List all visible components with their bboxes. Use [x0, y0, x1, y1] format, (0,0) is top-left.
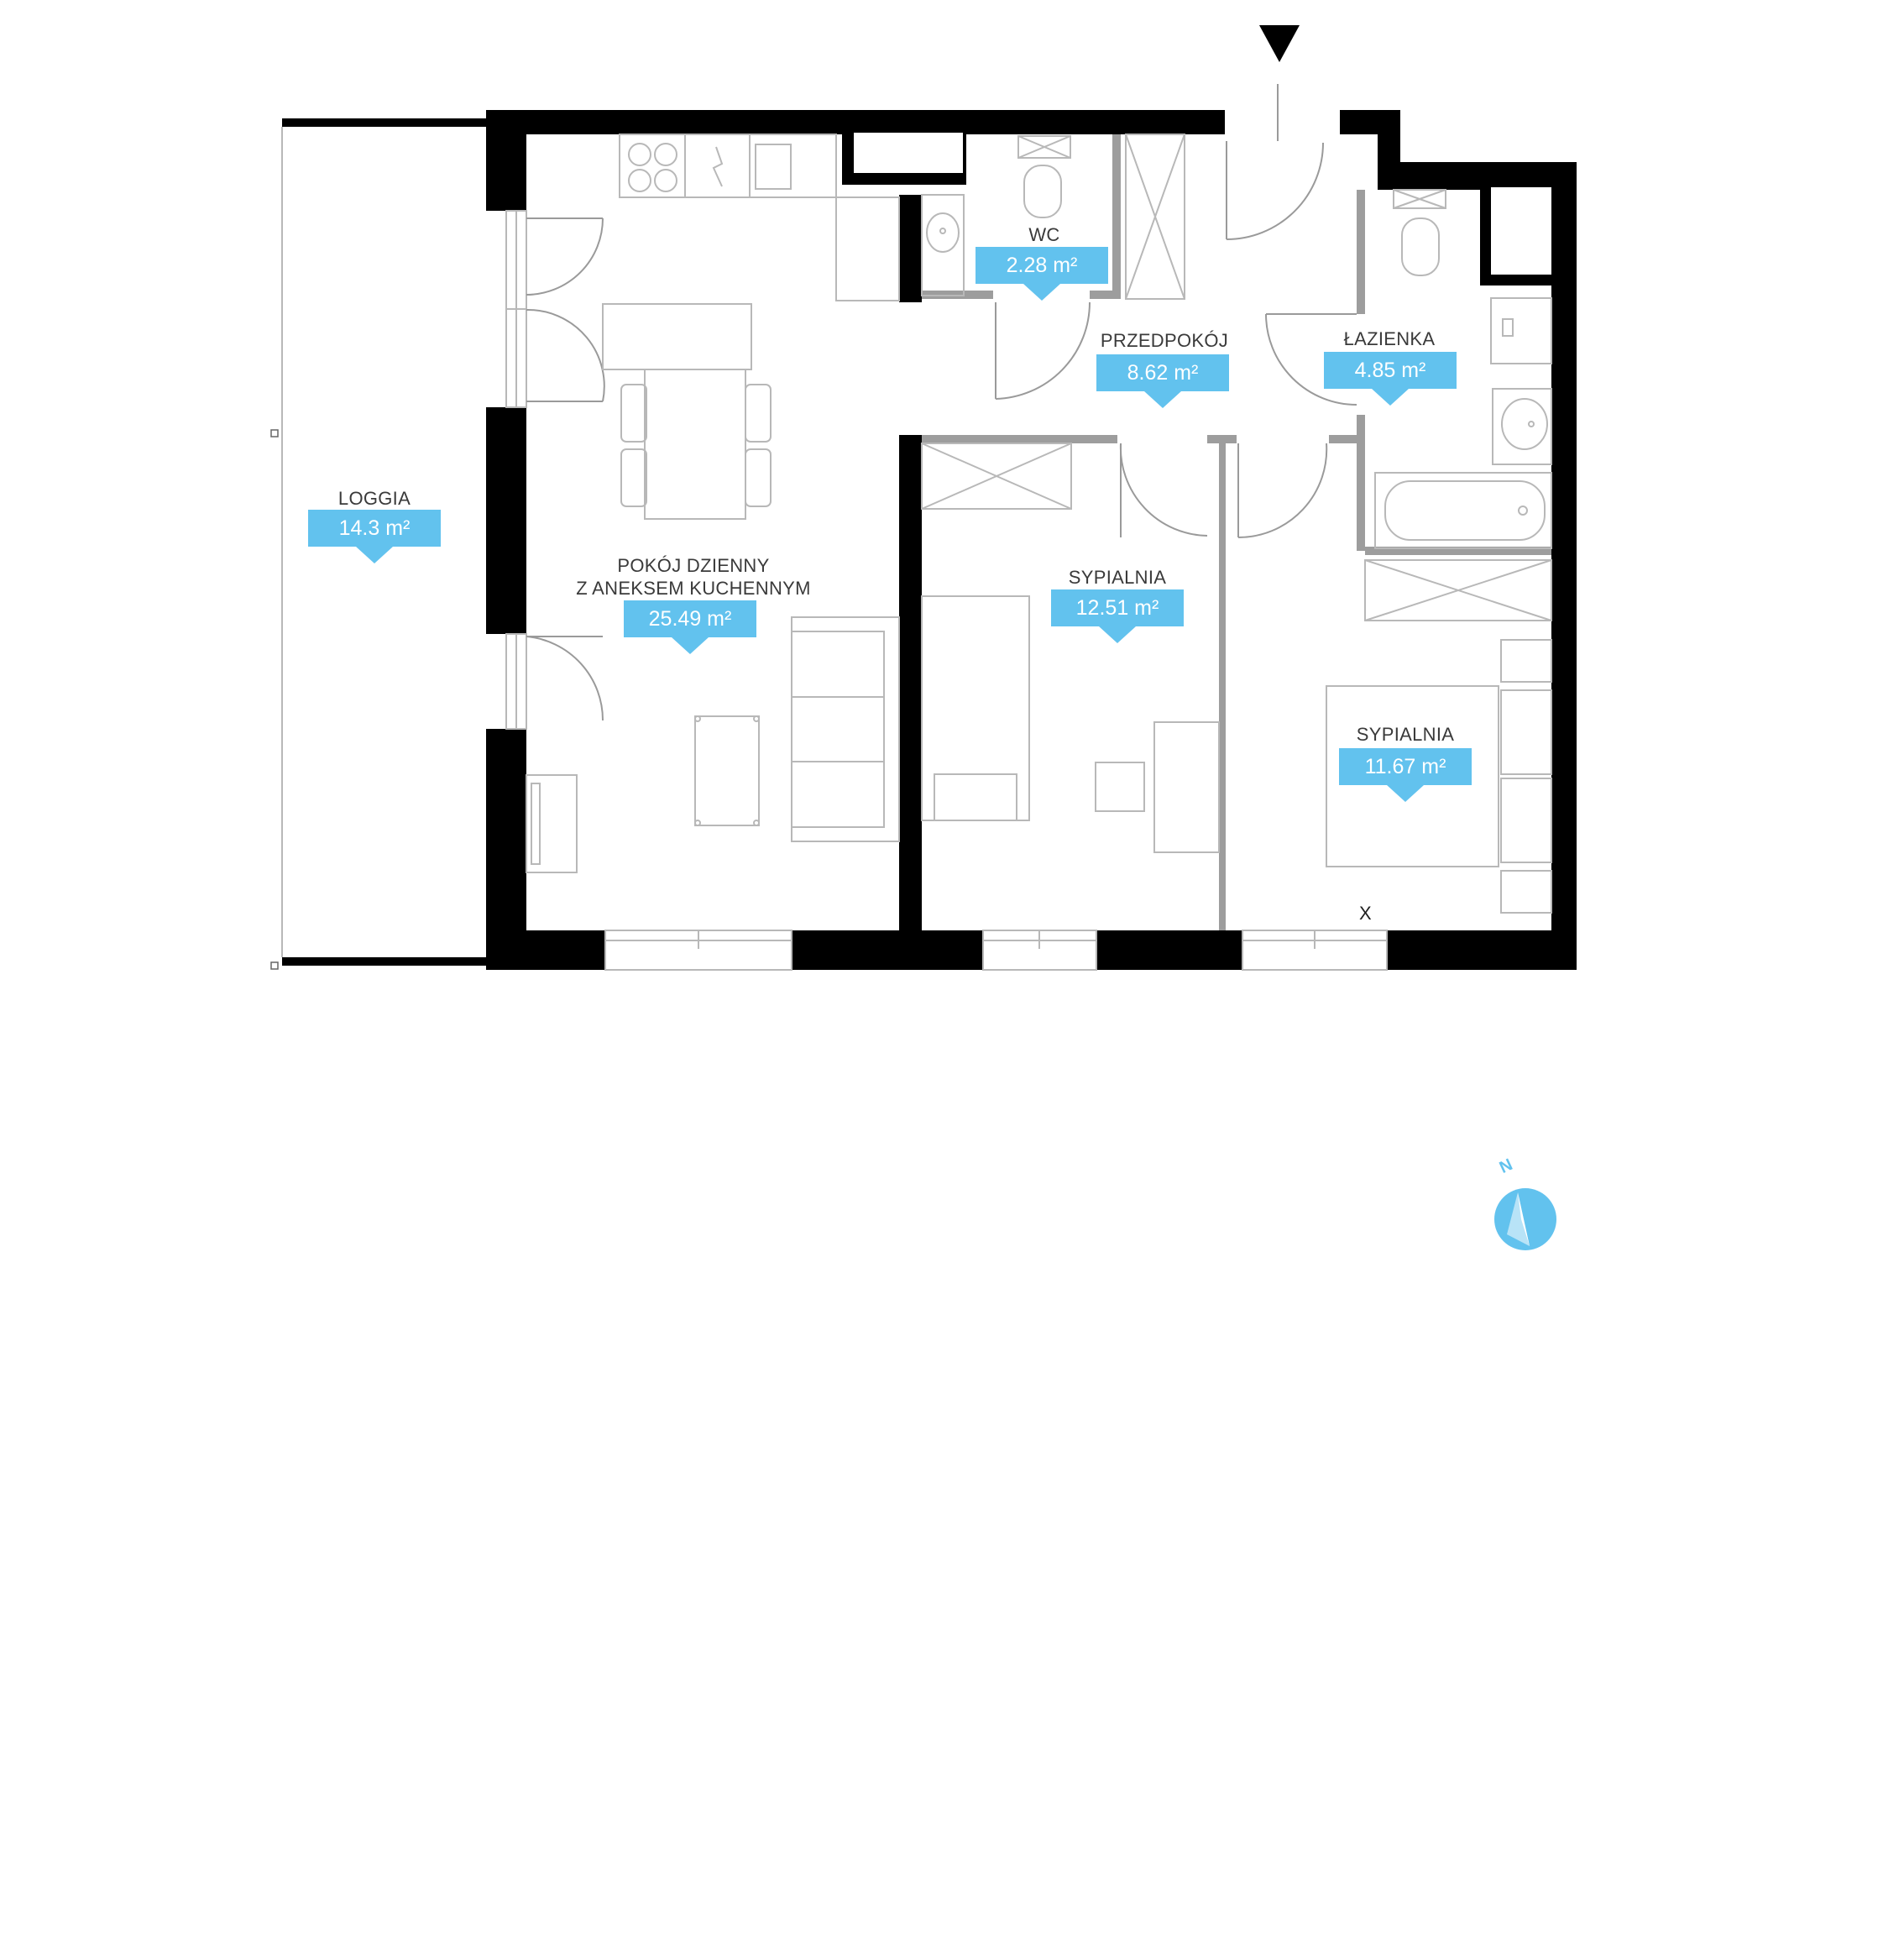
x-marker: X	[1359, 903, 1372, 924]
bedroom2-area-badge: 11.67 m²	[1339, 748, 1472, 802]
loggia-area	[270, 118, 486, 970]
living-room-area-badge: 25.49 m²	[624, 600, 756, 654]
hall-name: PRZEDPOKÓJ	[1100, 330, 1229, 351]
bedroom1-area-badge: 12.51 m²	[1051, 589, 1184, 643]
loggia-name: LOGGIA	[337, 488, 411, 509]
exterior-walls	[486, 110, 1577, 970]
wc-area-badge: 2.28 m²	[976, 247, 1108, 301]
bathroom-area-badge: 4.85 m²	[1324, 352, 1457, 406]
wc-name: WC	[1028, 224, 1060, 245]
interior-walls	[899, 195, 922, 930]
bedroom2-name: SYPIALNIA	[1356, 724, 1455, 745]
bathroom-name: ŁAZIENKA	[1343, 328, 1436, 349]
living-room-name: POKÓJ DZIENNY Z ANEKSEM KUCHENNYM	[576, 555, 811, 599]
furniture	[526, 134, 1552, 914]
compass-icon	[1494, 1188, 1556, 1250]
hall-area-badge: 8.62 m²	[1096, 354, 1229, 408]
doors	[526, 84, 1357, 721]
entrance-arrow-icon	[1259, 25, 1300, 62]
windows	[505, 210, 1388, 971]
bedroom1-name: SYPIALNIA	[1068, 567, 1167, 588]
loggia-area-badge: 14.3 m²	[308, 510, 441, 563]
